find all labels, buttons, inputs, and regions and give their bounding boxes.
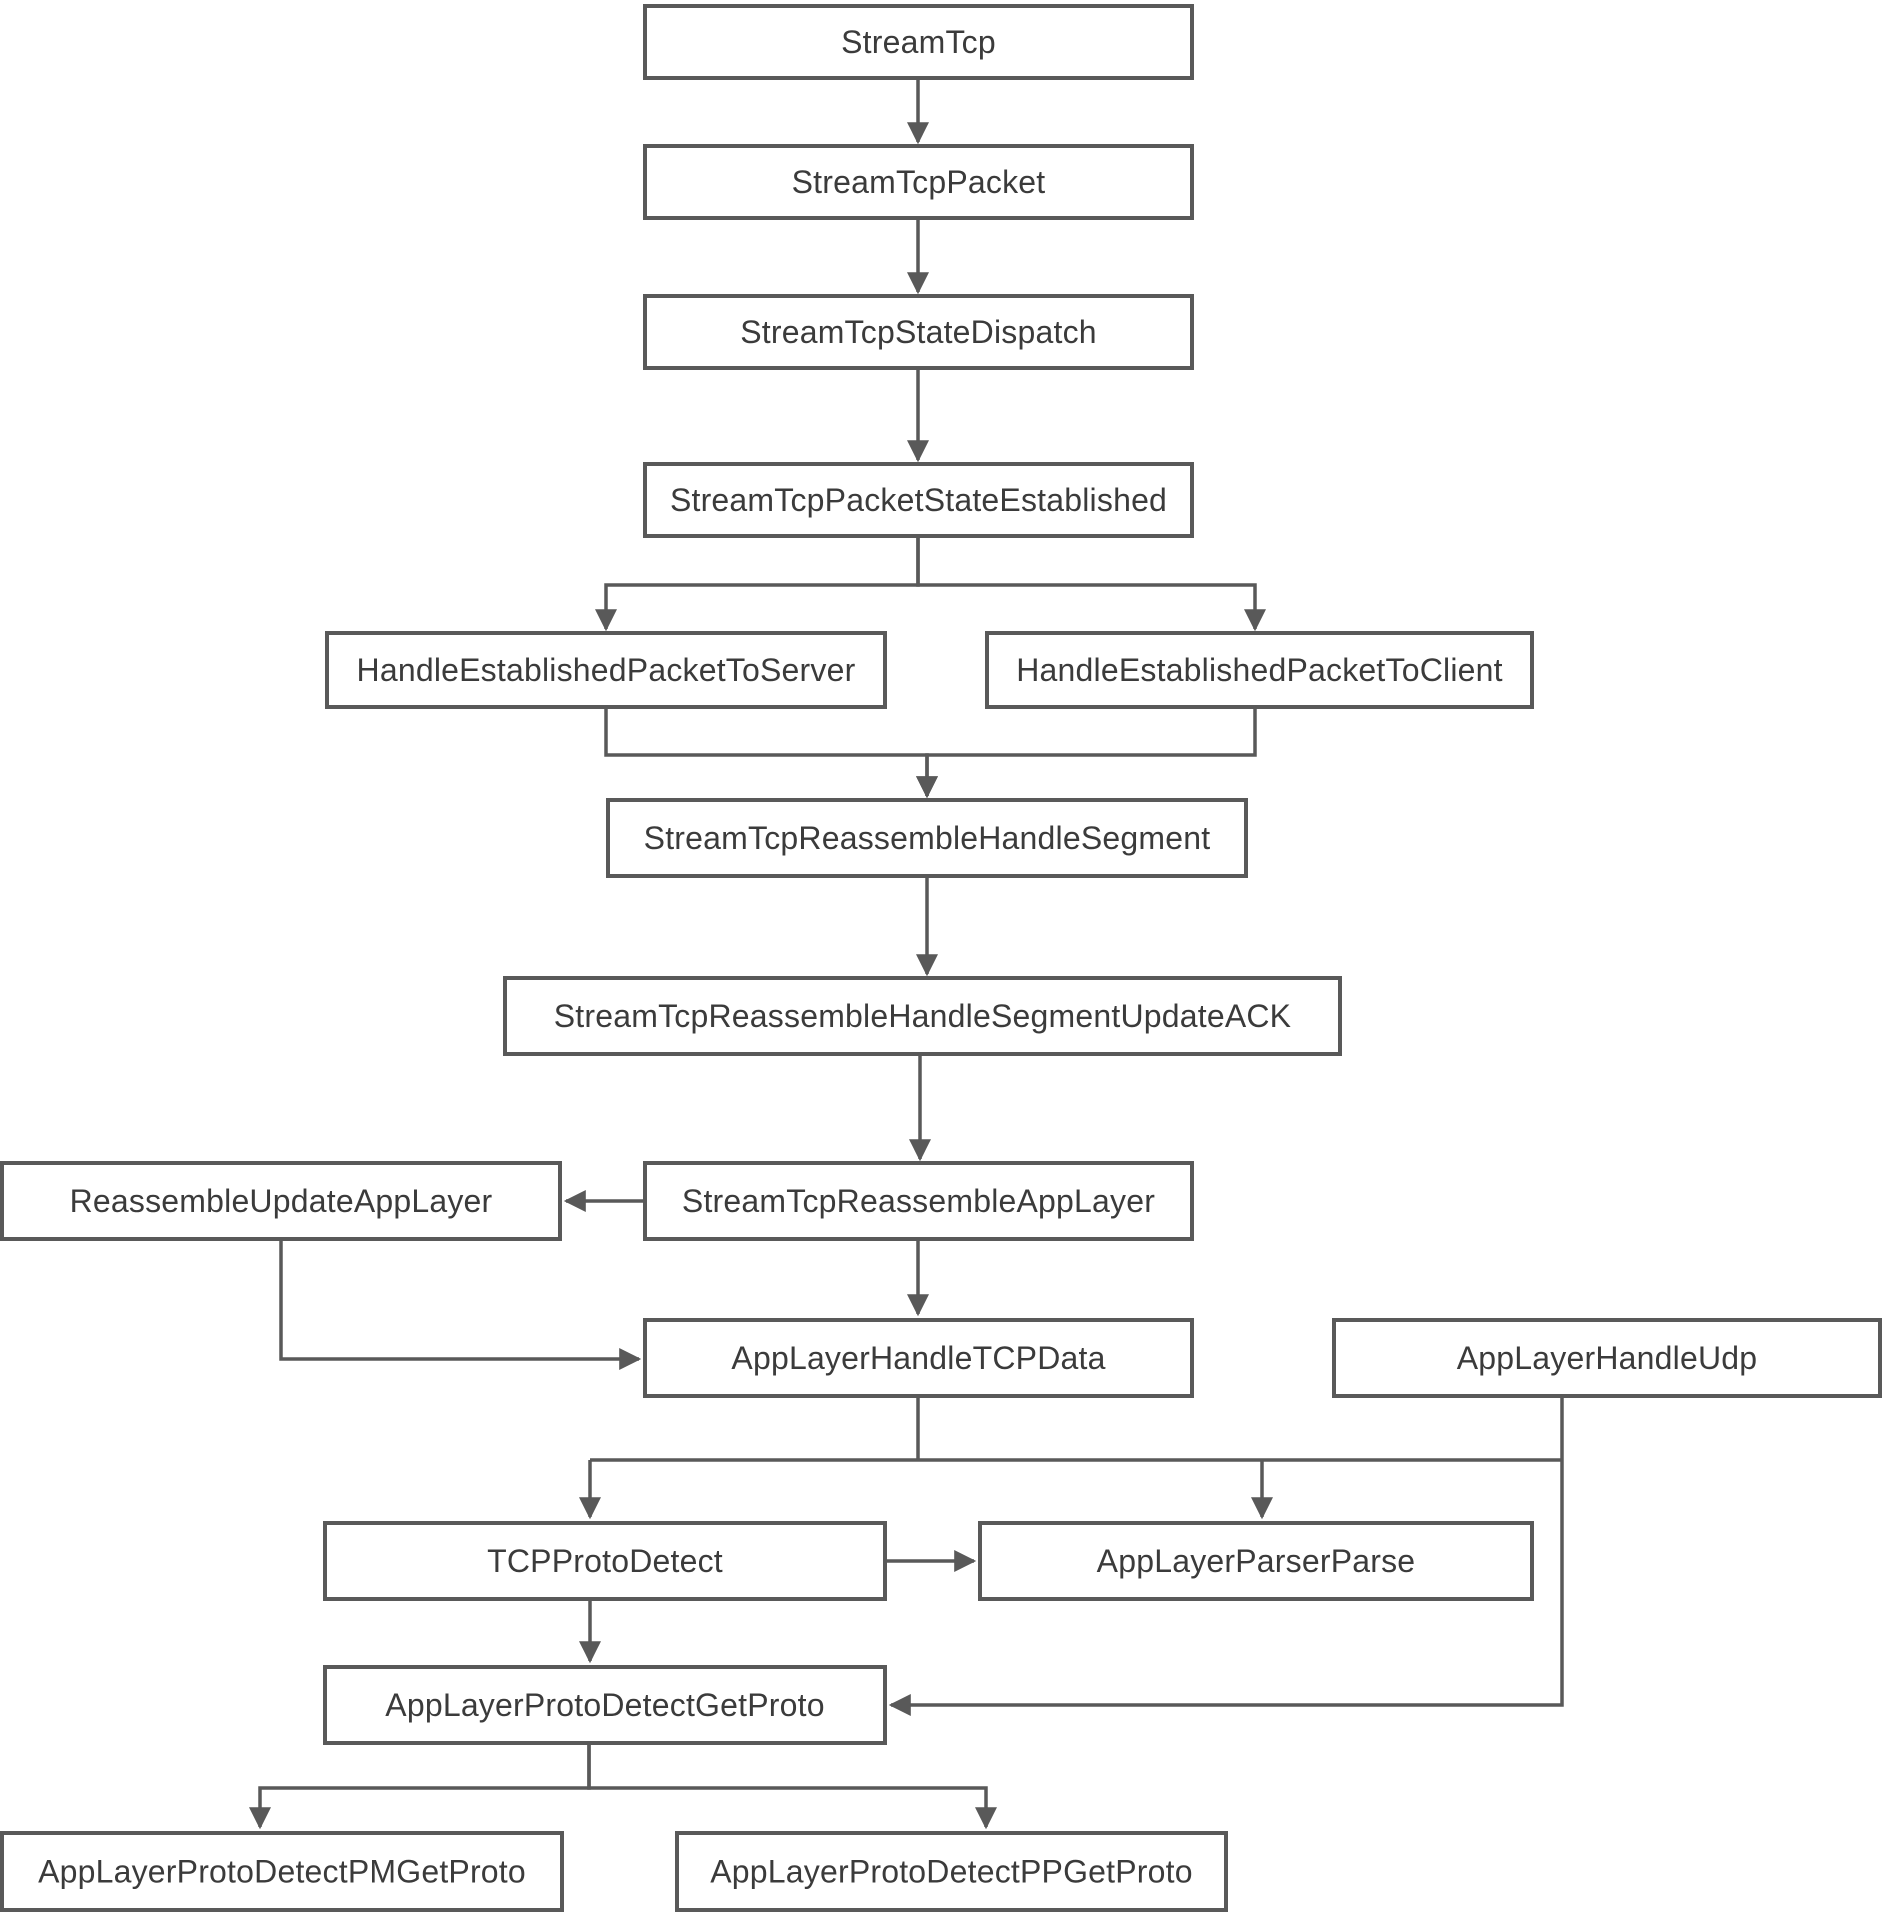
node-box-stream-tcp-reassemble-handle-segment-update-ack [503,976,1342,1056]
edge-handle-udp-to-get-proto [888,1396,1564,1716]
node-label-stream-tcp-reassemble-handle-segment-update-ack: StreamTcpReassembleHandleSegmentUpdateAC… [554,998,1291,1034]
node-box-stream-tcp-packet [643,144,1194,220]
node-reassemble-update-app-layer: ReassembleUpdateAppLayer [0,1161,562,1241]
node-box-handle-established-packet-to-client [985,631,1534,709]
node-stream-tcp-reassemble-handle-segment: StreamTcpReassembleHandleSegment [606,798,1248,878]
node-stream-tcp-reassemble-handle-segment-update-ack: StreamTcpReassembleHandleSegmentUpdateAC… [503,976,1342,1056]
node-box-stream-tcp [643,4,1194,80]
node-box-stream-tcp-packet-state-established [643,462,1194,538]
node-label-stream-tcp-reassemble-handle-segment: StreamTcpReassembleHandleSegment [644,820,1211,856]
node-box-tcp-proto-detect [323,1521,887,1601]
node-box-stream-tcp-reassemble-handle-segment [606,798,1248,878]
node-app-layer-proto-detect-pm-get-proto: AppLayerProtoDetectPMGetProto [0,1831,564,1912]
edge-server-to-reassemble-handle-segment [604,707,938,799]
node-tcp-proto-detect: TCPProtoDetect [323,1521,887,1601]
edges-layer [249,78,1564,1830]
node-stream-tcp-packet-state-established: StreamTcpPacketStateEstablished [643,462,1194,538]
node-handle-established-packet-to-server: HandleEstablishedPacketToServer [325,631,887,709]
node-label-tcp-proto-detect: TCPProtoDetect [487,1543,723,1579]
node-stream-tcp-packet: StreamTcpPacket [643,144,1194,220]
node-stream-tcp: StreamTcp [643,4,1194,80]
node-label-stream-tcp: StreamTcp [841,24,996,60]
node-box-app-layer-handle-udp [1332,1318,1882,1398]
node-label-app-layer-proto-detect-pm-get-proto: AppLayerProtoDetectPMGetProto [38,1854,526,1890]
nodes-layer: StreamTcpStreamTcpPacketStreamTcpStateDi… [0,4,1882,1912]
edge-get-proto-to-pp-get-proto [587,1743,997,1830]
node-stream-tcp-reassemble-app-layer: StreamTcpReassembleAppLayer [643,1161,1194,1241]
node-stream-tcp-state-dispatch: StreamTcpStateDispatch [643,294,1194,370]
node-app-layer-parser-parse: AppLayerParserParse [978,1521,1534,1601]
node-label-stream-tcp-reassemble-app-layer: StreamTcpReassembleAppLayer [682,1183,1155,1219]
node-box-app-layer-parser-parse [978,1521,1534,1601]
node-label-app-layer-handle-tcp-data: AppLayerHandleTCPData [731,1340,1105,1376]
node-label-app-layer-handle-udp: AppLayerHandleUdp [1457,1340,1758,1376]
node-box-app-layer-proto-detect-get-proto [323,1665,887,1745]
node-box-reassemble-update-app-layer [0,1161,562,1241]
node-label-stream-tcp-state-dispatch: StreamTcpStateDispatch [740,314,1097,350]
node-app-layer-handle-udp: AppLayerHandleUdp [1332,1318,1882,1398]
edge-client-to-reassemble-handle-segment [916,707,1257,799]
node-handle-established-packet-to-client: HandleEstablishedPacketToClient [985,631,1534,709]
node-box-stream-tcp-reassemble-app-layer [643,1161,1194,1241]
node-box-app-layer-handle-tcp-data [643,1318,1194,1398]
node-app-layer-handle-tcp-data: AppLayerHandleTCPData [643,1318,1194,1398]
node-box-stream-tcp-state-dispatch [643,294,1194,370]
edge-state-established-to-server [595,536,920,632]
edge-state-established-to-client [916,536,1266,632]
node-label-handle-established-packet-to-client: HandleEstablishedPacketToClient [1016,652,1502,688]
node-label-handle-established-packet-to-server: HandleEstablishedPacketToServer [357,652,856,688]
node-label-app-layer-parser-parse: AppLayerParserParse [1097,1543,1416,1579]
node-label-app-layer-proto-detect-pp-get-proto: AppLayerProtoDetectPPGetProto [710,1854,1193,1890]
node-label-stream-tcp-packet-state-established: StreamTcpPacketStateEstablished [670,482,1167,518]
node-app-layer-proto-detect-pp-get-proto: AppLayerProtoDetectPPGetProto [675,1831,1228,1912]
node-box-app-layer-proto-detect-pp-get-proto [675,1831,1228,1912]
node-app-layer-proto-detect-get-proto: AppLayerProtoDetectGetProto [323,1665,887,1745]
node-box-app-layer-proto-detect-pm-get-proto [0,1831,564,1912]
node-label-reassemble-update-app-layer: ReassembleUpdateAppLayer [70,1183,493,1219]
edge-get-proto-to-pm-get-proto [249,1743,591,1830]
node-box-handle-established-packet-to-server [325,631,887,709]
node-label-stream-tcp-packet: StreamTcpPacket [792,164,1046,200]
edge-reassemble-update-to-handle-tcp-data [279,1239,642,1370]
node-label-app-layer-proto-detect-get-proto: AppLayerProtoDetectGetProto [385,1687,824,1723]
